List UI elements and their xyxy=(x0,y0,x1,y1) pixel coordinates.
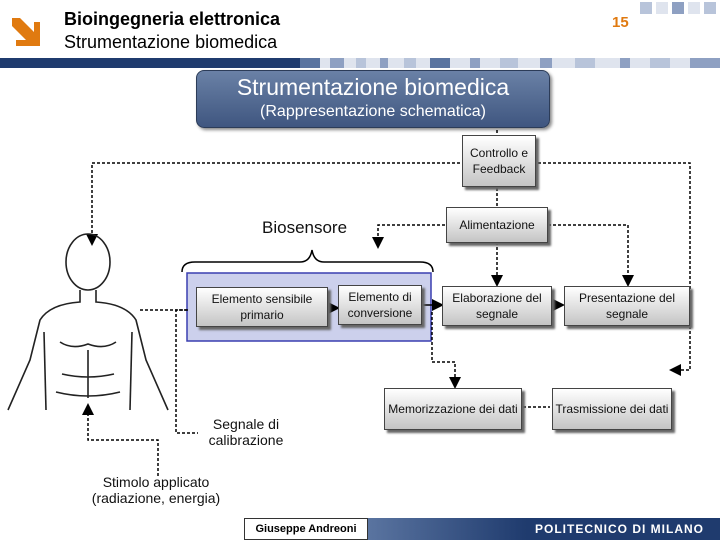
slide-title: Strumentazione biomedica xyxy=(236,74,510,100)
conversion-element-box: Elemento di conversione xyxy=(338,285,422,325)
author-name: Giuseppe Andreoni xyxy=(244,518,368,540)
control-feedback-box: Controllo e Feedback xyxy=(462,135,536,187)
signal-processing-box: Elaborazione del segnale xyxy=(442,286,552,326)
header-squares xyxy=(640,2,716,14)
biosensor-label: Biosensore xyxy=(262,218,348,237)
power-supply-box: Alimentazione xyxy=(446,207,548,243)
signal-display-label: Presentazione del segnale xyxy=(578,291,676,321)
control-feedback-label: Controllo e Feedback xyxy=(469,146,529,176)
header-stripe xyxy=(0,58,720,68)
course-title: Bioingegneria elettronica xyxy=(64,9,281,29)
data-transmission-label: Trasmissione dei dati xyxy=(555,402,669,416)
human-body-figure xyxy=(7,233,169,411)
data-storage-label: Memorizzazione dei dati xyxy=(388,402,518,416)
biosensor-brace xyxy=(181,249,434,273)
institution-name: POLITECNICO DI MILANO xyxy=(535,522,704,536)
slide-subtitle: (Rappresentazione schematica) xyxy=(260,103,486,120)
applied-stimulus-label: Stimolo applicato (radiazione, energia) xyxy=(91,474,221,506)
conversion-element-label: Elemento di conversione xyxy=(347,290,413,320)
logo-arrow-icon xyxy=(6,12,46,52)
page-number: 15 xyxy=(612,14,629,31)
sensing-element-label: Elemento sensibile primario xyxy=(211,292,313,322)
calibration-signal-label: Segnale di calibrazione xyxy=(208,416,284,448)
sensing-element-box: Elemento sensibile primario xyxy=(196,287,328,327)
signal-display-box: Presentazione del segnale xyxy=(564,286,690,326)
data-storage-box: Memorizzazione dei dati xyxy=(384,388,522,430)
slide-title-box: Strumentazione biomedica (Rappresentazio… xyxy=(196,70,550,128)
course-subtitle: Strumentazione biomedica xyxy=(64,32,278,52)
data-transmission-box: Trasmissione dei dati xyxy=(552,388,672,430)
power-supply-label: Alimentazione xyxy=(459,218,535,232)
signal-processing-label: Elaborazione del segnale xyxy=(452,291,542,321)
institution-banner: POLITECNICO DI MILANO xyxy=(368,518,720,540)
